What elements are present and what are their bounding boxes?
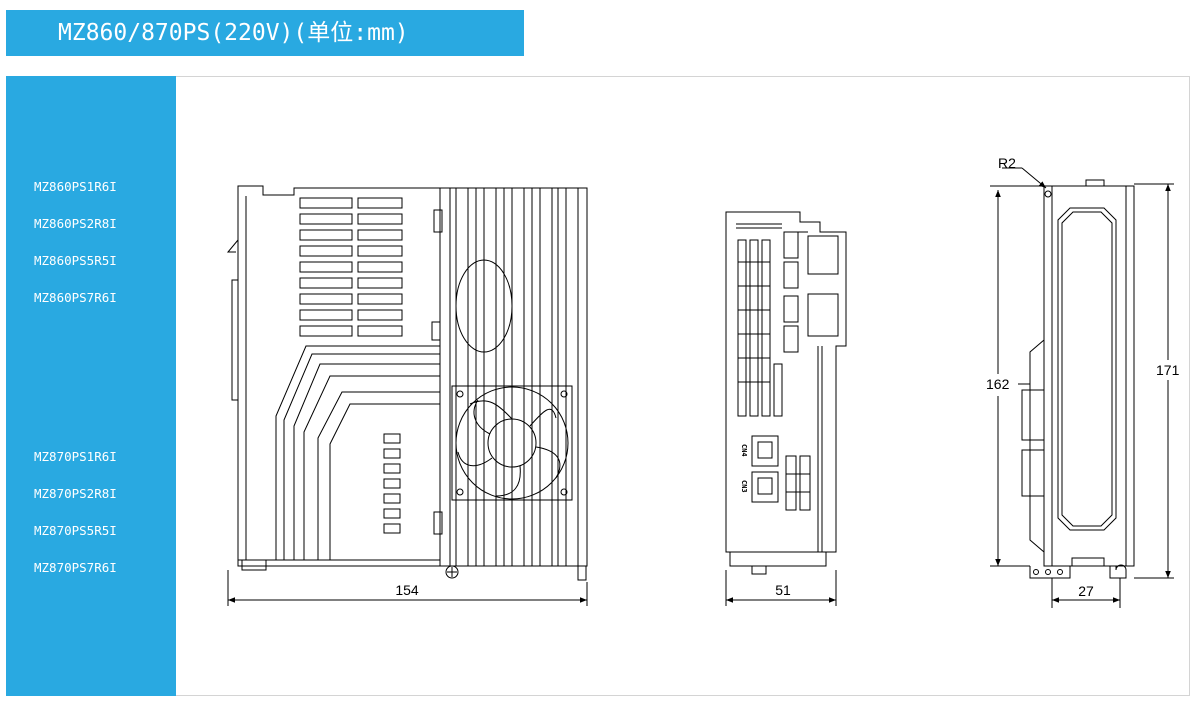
- ground-screw-icon: [445, 565, 459, 579]
- dimension-162: 162: [986, 376, 1010, 392]
- model-sidebar: MZ860PS1R6I MZ860PS2R8I MZ860PS5R5I MZ86…: [6, 76, 176, 696]
- model-item: MZ860PS2R8I: [34, 216, 117, 231]
- front-view: [226, 185, 588, 606]
- model-item: MZ870PS5R5I: [34, 523, 117, 538]
- dimension-27: 27: [1078, 583, 1094, 599]
- rear-view: [990, 167, 1174, 608]
- connector-label-cn3: CN3: [740, 480, 748, 493]
- dimension-r2: R2: [998, 155, 1016, 171]
- model-item: MZ870PS2R8I: [34, 486, 117, 501]
- page-title: MZ860/870PS(220V)(单位:mm): [58, 20, 409, 46]
- rj45-port-cn3: [751, 471, 779, 503]
- heatsink-cutout: [455, 259, 513, 353]
- rj45-port-cn4: [751, 435, 779, 467]
- model-item: MZ860PS7R6I: [34, 290, 117, 305]
- dimension-154: 154: [395, 582, 419, 598]
- heatsink-fins: [449, 187, 587, 581]
- side-view: [725, 211, 847, 606]
- dimension-51: 51: [775, 582, 791, 598]
- cooling-fan: [451, 385, 573, 501]
- model-item: MZ870PS7R6I: [34, 560, 117, 575]
- model-item: MZ860PS1R6I: [34, 179, 117, 194]
- dimension-171: 171: [1156, 362, 1180, 378]
- title-bar: MZ860/870PS(220V)(单位:mm): [6, 10, 524, 56]
- model-item: MZ860PS5R5I: [34, 253, 117, 268]
- connector-label-cn4: CN4: [740, 444, 748, 457]
- upper-vents: [299, 197, 403, 337]
- model-item: MZ870PS1R6I: [34, 449, 117, 464]
- lower-vents: [383, 433, 401, 534]
